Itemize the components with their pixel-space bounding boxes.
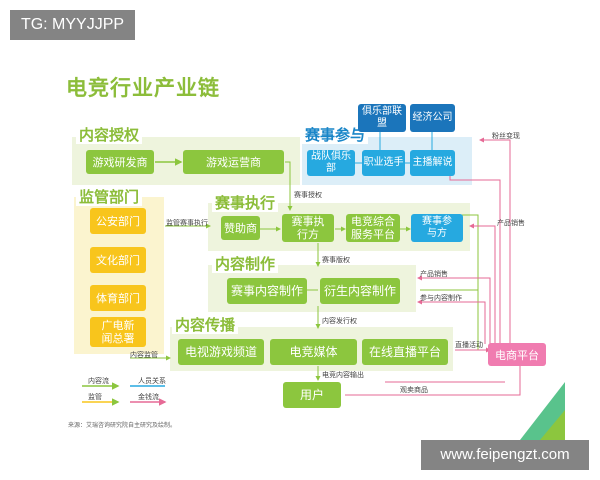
label-product-sales-2: 产品销售: [420, 270, 448, 278]
node-public-security: 公安部门: [90, 208, 146, 234]
watermark-bottom: www.feipengzt.com: [421, 440, 589, 470]
node-culture-dept: 文化部门: [90, 247, 146, 273]
diagram-title: 电竞行业产业链: [66, 76, 220, 100]
section-title-content-licensing: 内容授权: [76, 126, 143, 144]
node-streamer: 主播解说: [410, 150, 455, 176]
node-user: 用户: [283, 382, 341, 408]
node-club-league: 俱乐部联盟: [358, 104, 406, 132]
legend-money-flow: 金钱流: [138, 393, 159, 401]
node-sports-dept: 体育部门: [90, 285, 146, 311]
node-derivative-content-production: 衍生内容制作: [320, 278, 400, 304]
watermark-top: TG: MYYJJPP: [10, 10, 135, 40]
legend-regulation: 监管: [88, 393, 102, 401]
legend-personnel: 人员关系: [138, 377, 166, 385]
node-tv-game-channel: 电视游戏频道: [178, 339, 264, 365]
label-event-rights: 赛事版权: [322, 256, 350, 264]
node-event-content-production: 赛事内容制作: [227, 278, 307, 304]
node-pro-player: 职业选手: [362, 150, 405, 176]
source-note: 来源：艾瑞咨询研究院自主研究及绘制。: [68, 422, 177, 429]
section-title-content-distribution: 内容传播: [172, 316, 239, 334]
node-event-participant: 赛事参与方: [411, 214, 463, 242]
label-product-sales-1: 产品销售: [497, 219, 525, 227]
node-game-operator: 游戏运营商: [183, 150, 284, 174]
label-event-license: 赛事授权: [294, 191, 322, 199]
label-content-rights: 内容发行权: [322, 317, 357, 325]
node-game-developer: 游戏研发商: [86, 150, 154, 174]
node-esports-service-platform: 电竞综合服务平台: [346, 214, 400, 242]
node-ecommerce-platform: 电商平台: [488, 343, 546, 366]
label-fan-monetization: 粉丝变现: [492, 132, 520, 140]
node-agency: 经济公司: [410, 104, 455, 132]
section-title-event-execution: 赛事执行: [212, 194, 279, 212]
node-sponsor: 赞助商: [221, 216, 260, 240]
section-title-content-production: 内容制作: [212, 255, 279, 273]
node-radio-tv-admin: 广电新闻总署: [90, 317, 146, 347]
label-content-regulation: 内容监管: [130, 351, 158, 359]
label-participate-production: 参与内容制作: [420, 294, 462, 302]
node-team-club: 战队俱乐部: [307, 150, 355, 176]
section-title-regulation: 监管部门: [76, 188, 143, 206]
section-title-competition: 赛事参与: [302, 126, 369, 144]
node-esports-media: 电竞媒体: [270, 339, 357, 365]
legend-content-flow: 内容流: [88, 377, 109, 385]
node-event-executor: 赛事执行方: [282, 214, 334, 242]
label-regulate-event-execution: 监管赛事执行: [166, 219, 208, 227]
node-live-streaming-platform: 在线直播平台: [362, 339, 448, 365]
label-buy-goods: 观卖商品: [400, 386, 428, 394]
label-live-activity: 直播活动: [455, 341, 483, 349]
label-content-output: 电竞内容输出: [322, 371, 364, 379]
